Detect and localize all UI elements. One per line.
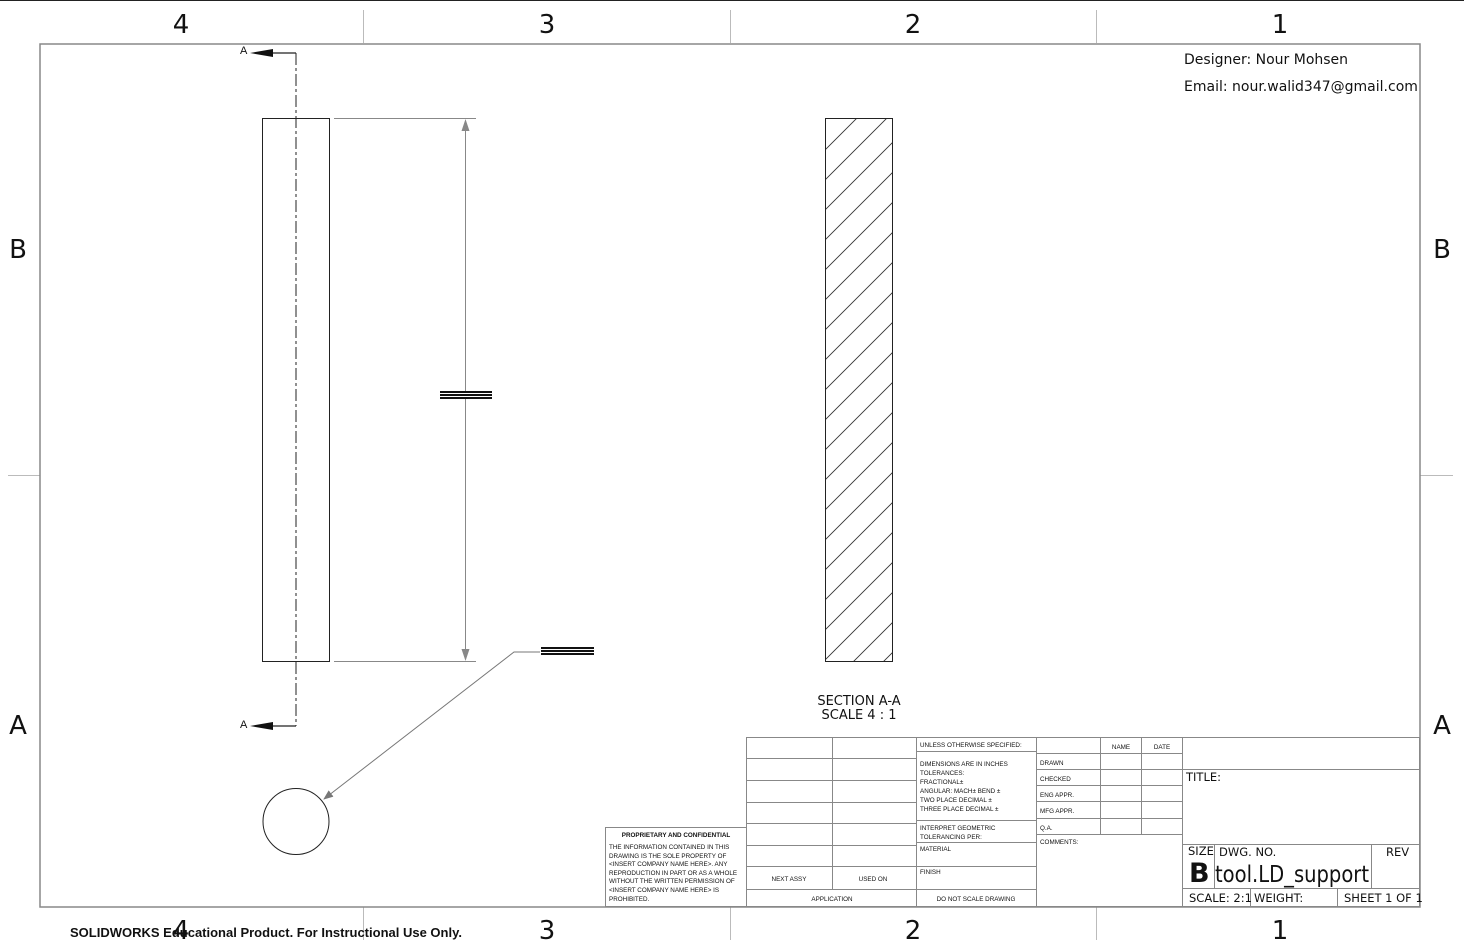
tolerance-line-3: FRACTIONAL± bbox=[920, 779, 964, 786]
proprietary-line-6: <INSERT COMPANY NAME HERE> IS bbox=[609, 887, 719, 894]
approval-eng: ENG APPR. bbox=[1040, 792, 1074, 799]
zone-top-1: 1 bbox=[1272, 10, 1289, 40]
tolerance-line-2: TOLERANCES: bbox=[920, 770, 965, 777]
zone-top-2: 2 bbox=[905, 10, 922, 40]
scale-label: SCALE: 2:1 bbox=[1189, 891, 1252, 905]
approval-drawn: DRAWN bbox=[1040, 760, 1064, 767]
proprietary-line-3: <INSERT COMPANY NAME HERE>. ANY bbox=[609, 861, 728, 868]
educational-watermark: SOLIDWORKS Educational Product. For Inst… bbox=[70, 925, 462, 940]
section-arrow-bottom-head bbox=[250, 722, 273, 730]
approval-mfg: MFG APPR. bbox=[1040, 808, 1075, 815]
section-label-bottom: A bbox=[240, 719, 248, 731]
designer-name: Designer: Nour Mohsen bbox=[1184, 52, 1348, 68]
proprietary-line-1: THE INFORMATION CONTAINED IN THIS bbox=[609, 844, 729, 851]
used-on-label: USED ON bbox=[859, 876, 888, 883]
do-not-scale-label: DO NOT SCALE DRAWING bbox=[937, 896, 1016, 903]
dimension-value-redacted bbox=[439, 391, 493, 399]
designer-email: Email: nour.walid347@gmail.com bbox=[1184, 79, 1418, 95]
section-title: SECTION A-A bbox=[817, 694, 900, 709]
tolerance-line-4: ANGULAR: MACH± BEND ± bbox=[920, 788, 1001, 795]
weight-label: WEIGHT: bbox=[1254, 891, 1303, 905]
size-label: SIZE bbox=[1188, 844, 1214, 858]
zone-right-a: A bbox=[1433, 711, 1451, 741]
section-arrow-top-head bbox=[250, 49, 273, 57]
interpret-line-2: TOLERANCING PER: bbox=[920, 834, 982, 841]
dimension-arrow-bottom bbox=[461, 649, 470, 661]
zone-right-b: B bbox=[1433, 235, 1451, 265]
zone-dividers bbox=[8, 10, 1453, 940]
title-label: TITLE: bbox=[1185, 770, 1221, 784]
section-view-outline bbox=[825, 118, 893, 662]
section-hatch bbox=[825, 118, 893, 662]
zone-top-3: 3 bbox=[539, 10, 556, 40]
unless-specified: UNLESS OTHERWISE SPECIFIED: bbox=[920, 742, 1022, 749]
zone-bottom-3: 3 bbox=[539, 916, 556, 946]
rev-label: REV bbox=[1386, 845, 1409, 859]
approval-checked: CHECKED bbox=[1040, 776, 1071, 783]
part-end-view bbox=[262, 788, 330, 855]
tolerance-line-1: DIMENSIONS ARE IN INCHES bbox=[920, 761, 1008, 768]
proprietary-line-2: DRAWING IS THE SOLE PROPERTY OF bbox=[609, 853, 726, 860]
interpret-line-1: INTERPRET GEOMETRIC bbox=[920, 825, 996, 832]
date-header: DATE bbox=[1154, 744, 1170, 751]
tolerance-line-5: TWO PLACE DECIMAL ± bbox=[920, 797, 992, 804]
next-assy-label: NEXT ASSY bbox=[772, 876, 808, 883]
application-label: APPLICATION bbox=[811, 896, 853, 903]
proprietary-line-7: PROHIBITED. bbox=[609, 896, 649, 903]
proprietary-line-5: WITHOUT THE WRITTEN PERMISSION OF bbox=[609, 878, 735, 885]
zone-bottom-4: 4 bbox=[173, 916, 190, 946]
tolerance-line-6: THREE PLACE DECIMAL ± bbox=[920, 806, 999, 813]
diameter-value-redacted bbox=[541, 647, 594, 655]
material-label: MATERIAL bbox=[920, 846, 952, 853]
finish-label: FINISH bbox=[920, 869, 941, 876]
name-header: NAME bbox=[1112, 744, 1130, 751]
section-scale: SCALE 4 : 1 bbox=[822, 708, 897, 723]
diameter-leader bbox=[323, 651, 540, 800]
dwg-no-value: tool.LD_support bbox=[1215, 862, 1369, 888]
sheet-label: SHEET 1 OF 1 bbox=[1344, 891, 1423, 905]
proprietary-heading: PROPRIETARY AND CONFIDENTIAL bbox=[622, 832, 731, 839]
approval-qa: Q.A. bbox=[1040, 825, 1053, 832]
zone-bottom-2: 2 bbox=[905, 916, 922, 946]
dwg-no-label: DWG. NO. bbox=[1219, 845, 1276, 859]
dimension-arrow-top bbox=[461, 119, 470, 131]
size-value: B bbox=[1189, 858, 1210, 889]
proprietary-line-4: REPRODUCTION IN PART OR AS A WHOLE bbox=[609, 870, 737, 877]
length-dimension bbox=[334, 118, 476, 662]
section-label-top: A bbox=[240, 45, 248, 57]
comments-label: COMMENTS: bbox=[1040, 839, 1079, 846]
zone-left-b: B bbox=[9, 235, 27, 265]
zone-left-a: A bbox=[9, 711, 27, 741]
title-block-grid bbox=[605, 737, 1420, 907]
zone-bottom-1: 1 bbox=[1272, 916, 1289, 946]
zone-top-4: 4 bbox=[173, 10, 190, 40]
